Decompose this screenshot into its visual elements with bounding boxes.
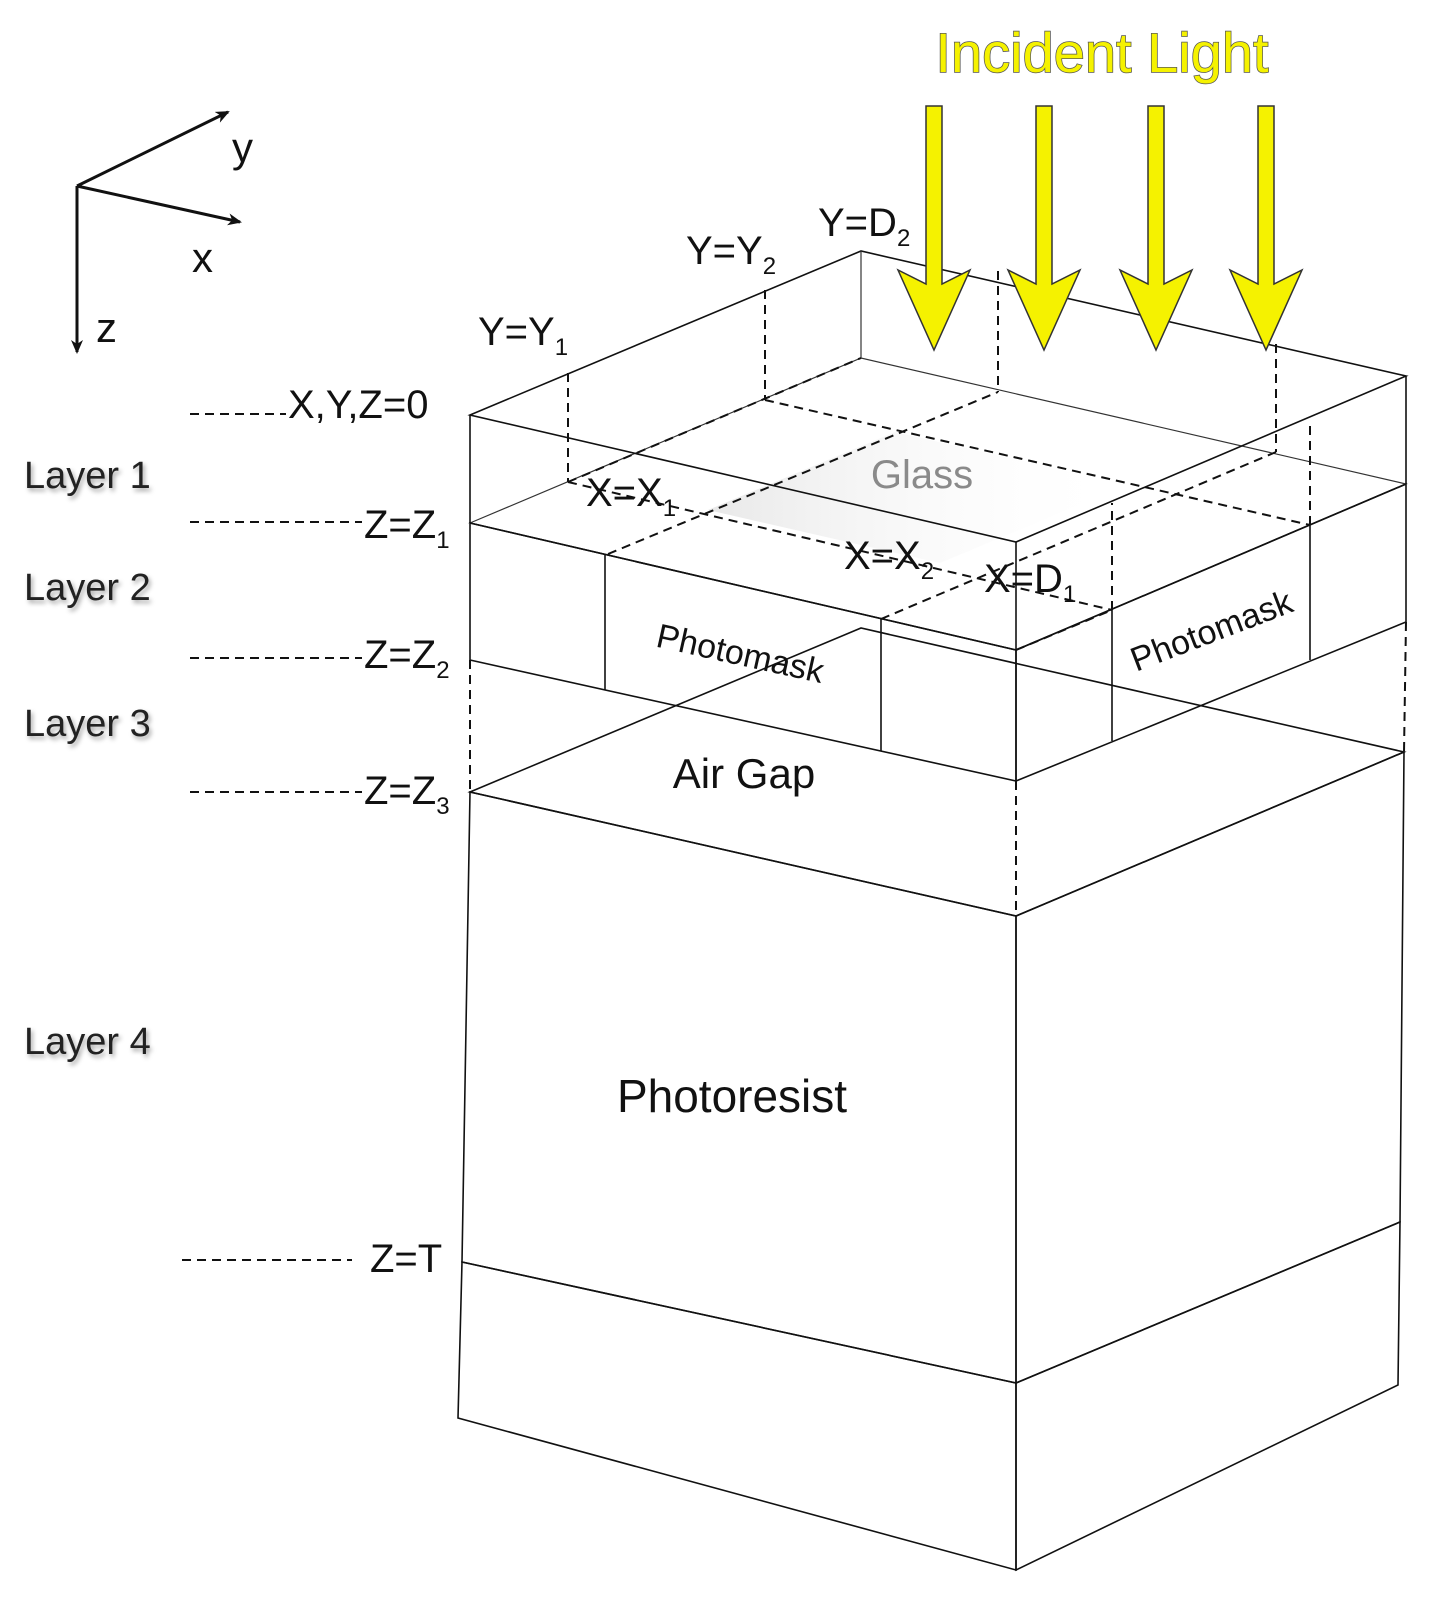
photoresist-block xyxy=(461,627,1407,1385)
light-arrow xyxy=(1228,105,1304,352)
x-x2-label: X=X2 xyxy=(844,534,934,585)
z3-label: Z=Z3 xyxy=(364,769,450,820)
x-axis-label: x xyxy=(192,234,213,281)
z-reference-markers: X,Y,Z=0 Z=Z1 Z=Z2 Z=Z3 Z=T xyxy=(182,383,450,1281)
x-x1-label: X=X1 xyxy=(586,471,676,522)
glass-edge xyxy=(469,522,1017,651)
y-d2-label: Y=D2 xyxy=(818,201,910,252)
glass-label: Glass xyxy=(871,453,973,497)
light-arrow xyxy=(1118,105,1194,352)
air-gap-label: Air Gap xyxy=(673,750,815,797)
layer-2-label: Layer 2 xyxy=(24,567,151,609)
glass-layer xyxy=(467,250,1409,651)
dashed-line xyxy=(764,399,1311,526)
glass-inner-shade xyxy=(708,432,1127,563)
axes-indicator: y x z xyxy=(71,110,253,354)
photomask-side-label: Photomask xyxy=(1125,582,1298,679)
grid-reference-lines xyxy=(469,271,1407,916)
glass-edge xyxy=(1015,483,1407,651)
x-axis-arrow xyxy=(76,184,242,226)
light-arrow xyxy=(1006,105,1082,352)
dashed-line xyxy=(1015,609,1113,651)
z-axis-label: z xyxy=(96,304,117,351)
substrate-side-face xyxy=(1015,1220,1401,1572)
substrate-block xyxy=(457,1220,1401,1572)
y-axis-label: y xyxy=(232,124,253,171)
layer-3-label: Layer 3 xyxy=(24,703,151,745)
layer-1-label: Layer 1 xyxy=(24,455,151,497)
incident-light-arrows xyxy=(896,105,1304,352)
zt-label: Z=T xyxy=(370,1237,442,1281)
z-origin-label: X,Y,Z=0 xyxy=(288,383,428,427)
dashed-line xyxy=(1403,621,1407,753)
x-d1-label: X=D1 xyxy=(984,557,1076,608)
y-y2-label: Y=Y2 xyxy=(686,229,776,280)
y-y1-label: Y=Y1 xyxy=(478,310,568,361)
dashed-line xyxy=(607,391,999,555)
y-axis-arrow xyxy=(76,110,230,188)
photoresist-top-face xyxy=(467,627,1407,917)
z2-label: Z=Z2 xyxy=(364,633,450,684)
substrate-front-face xyxy=(457,1261,1017,1572)
dashed-line xyxy=(567,357,862,483)
dashed-line xyxy=(880,451,1277,620)
diagram-title: Incident Light xyxy=(935,21,1269,84)
photoresist-label: Photoresist xyxy=(617,1070,847,1122)
z1-label: Z=Z1 xyxy=(364,503,450,554)
photomask-front-label: Photomask xyxy=(653,617,828,691)
layer-4-label: Layer 4 xyxy=(24,1021,151,1063)
substrate-label: Substrate xyxy=(642,1364,839,1416)
photoresist-side-face xyxy=(1015,750,1405,1385)
light-arrow xyxy=(896,105,972,352)
dashed-line xyxy=(567,481,1113,611)
